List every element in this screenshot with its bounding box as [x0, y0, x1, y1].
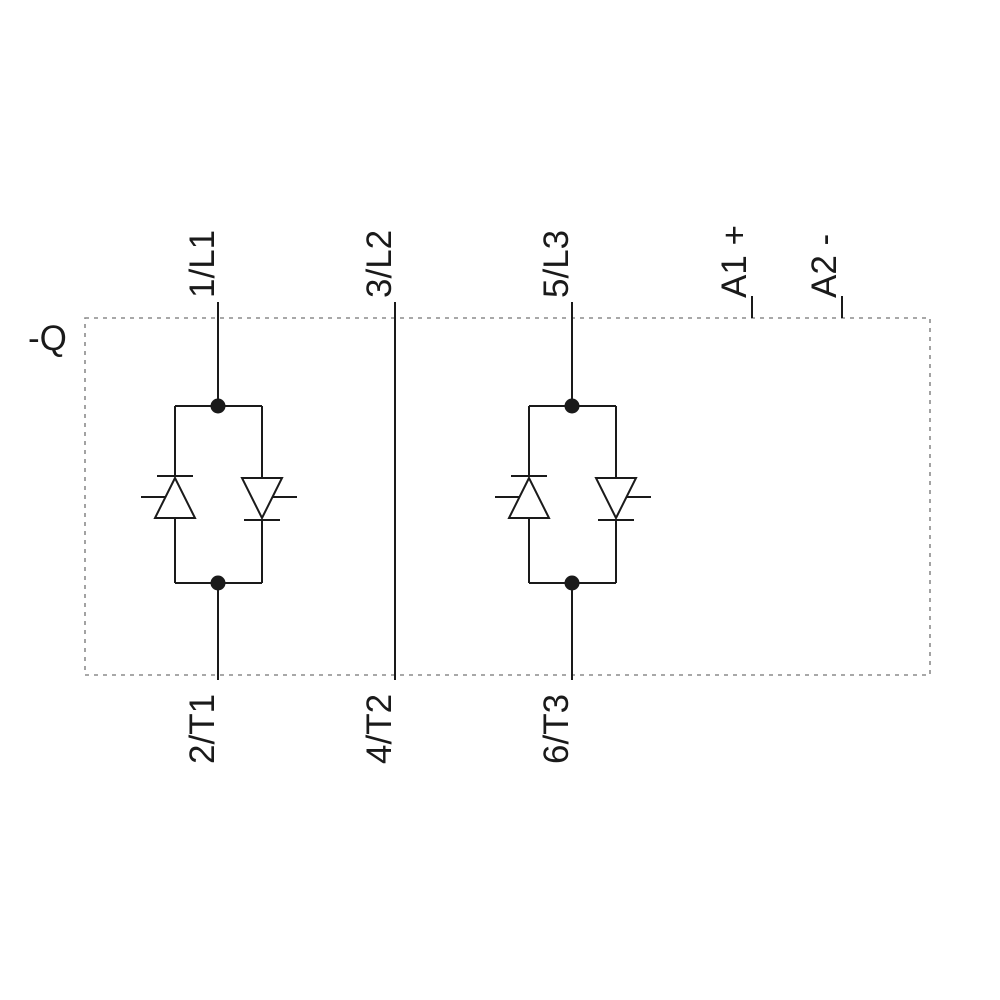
control-terminals: A1 + A2 - — [715, 225, 844, 318]
phase-l1-t1-branch: 1/L1 2/T1 — [141, 230, 297, 764]
thyristor-icon-l1-reverse — [141, 475, 197, 519]
device-enclosure-dashed-outline — [84, 317, 931, 676]
thyristor-icon-l3-forward — [594, 477, 651, 521]
terminal-label-A1-plus: A1 + — [715, 225, 754, 298]
terminal-label-A2-minus: A2 - — [805, 234, 844, 298]
terminal-label-4T2: 4/T2 — [360, 694, 399, 764]
terminal-label-2T1: 2/T1 — [183, 694, 222, 764]
junction-dot-l1-top — [210, 398, 226, 414]
terminal-label-6T3: 6/T3 — [537, 694, 576, 764]
terminal-label-3L2: 3/L2 — [360, 230, 399, 298]
junction-dot-l3-top — [564, 398, 580, 414]
thyristor-icon-l3-reverse — [495, 475, 551, 519]
device-designator-label: -Q — [28, 319, 67, 358]
thyristor-icon-l1-forward — [240, 477, 297, 521]
terminal-label-5L3: 5/L3 — [537, 230, 576, 298]
phase-l2-t2-branch: 3/L2 4/T2 — [360, 230, 399, 764]
terminal-label-1L1: 1/L1 — [183, 230, 222, 298]
phase-l3-t3-branch: 5/L3 6/T3 — [495, 230, 651, 764]
